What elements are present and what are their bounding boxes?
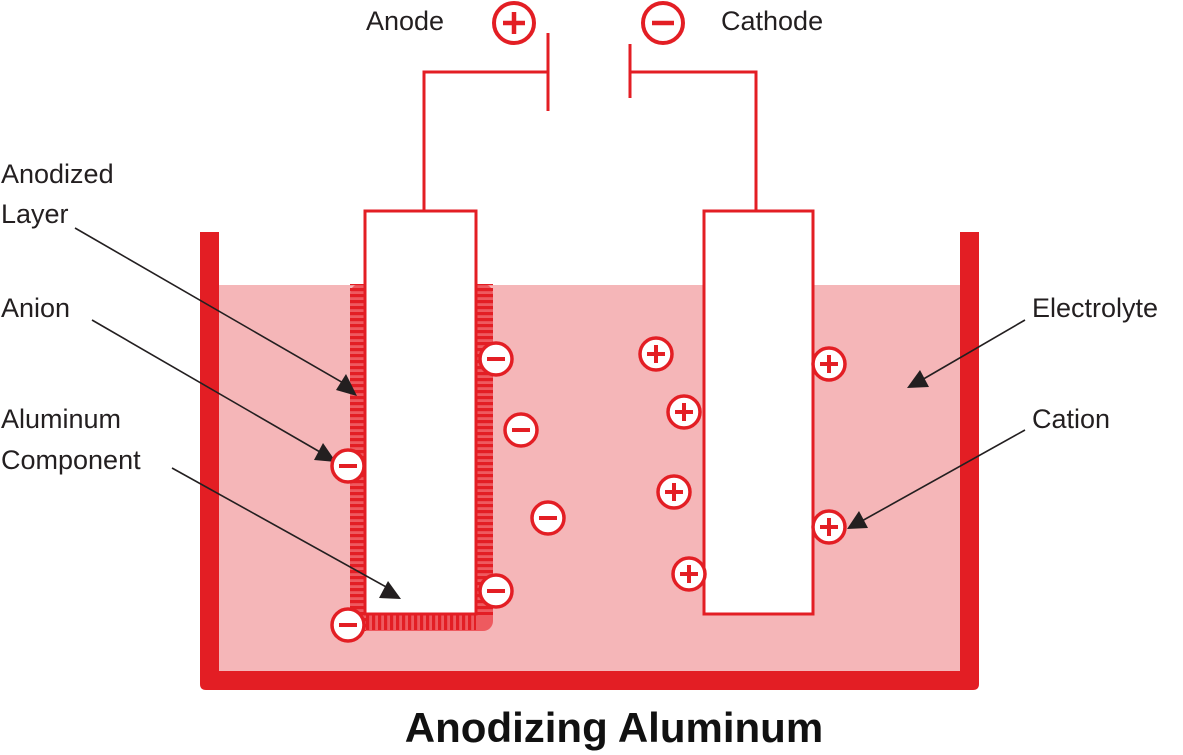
cathode-wire	[630, 70, 758, 211]
anodized-layer-pointer	[74, 227, 346, 385]
cathode-label: Cathode	[721, 6, 823, 36]
aluminum-component-label-line2: Component	[1, 445, 141, 475]
cation-plus-icon	[811, 346, 847, 382]
cation-arrowhead	[847, 511, 868, 529]
anode-plus-icon	[492, 1, 536, 45]
pointer-arrowheads	[314, 370, 929, 599]
anion-label: Anion	[1, 293, 70, 323]
cation-plus-icon	[671, 556, 707, 592]
cation-plus-icon	[656, 474, 692, 510]
anion-pointer	[91, 319, 321, 453]
anodized-layer-bottom-hatch	[366, 614, 476, 630]
electrolyte-pointer	[919, 319, 1026, 382]
anion-arrowhead	[314, 443, 336, 462]
electrolyte-arrowhead	[907, 370, 929, 388]
anion-minus-icon	[330, 607, 366, 643]
cations	[638, 336, 847, 592]
anodized-layer-label-line2: Layer	[1, 199, 69, 229]
cation-plus-icon	[638, 336, 674, 372]
anion-minus-icon	[503, 412, 539, 448]
cathode-plate	[702, 209, 815, 616]
anion-minus-icon	[330, 448, 366, 484]
anode-label: Anode	[366, 6, 444, 36]
aluminum-component	[363, 209, 478, 616]
cation-plus-icon	[666, 394, 702, 430]
anion-minus-icon	[478, 341, 514, 377]
anodized-layer-label-line1: Anodized	[1, 159, 114, 189]
cation-label: Cation	[1032, 404, 1110, 434]
aluminum-component-pointer	[171, 467, 389, 589]
pointer-lines	[74, 227, 1026, 589]
electrolyte-fill	[219, 285, 961, 671]
anion-minus-icon	[478, 573, 514, 609]
anodized-layer-right-hatch	[476, 284, 493, 615]
anodized-layer-arrowhead	[336, 374, 357, 396]
anions	[330, 341, 566, 643]
aluminum-component-label-line1: Aluminum	[1, 404, 121, 434]
anode-wire	[422, 70, 548, 211]
anion-minus-icon	[530, 500, 566, 536]
cation-plus-icon	[811, 509, 847, 545]
cathode-minus-icon	[641, 1, 685, 45]
cation-pointer	[859, 429, 1026, 523]
electrolyte-label: Electrolyte	[1032, 293, 1158, 323]
diagram-title: Anodizing Aluminum	[405, 704, 823, 751]
aluminum-component-arrowhead	[379, 581, 401, 599]
